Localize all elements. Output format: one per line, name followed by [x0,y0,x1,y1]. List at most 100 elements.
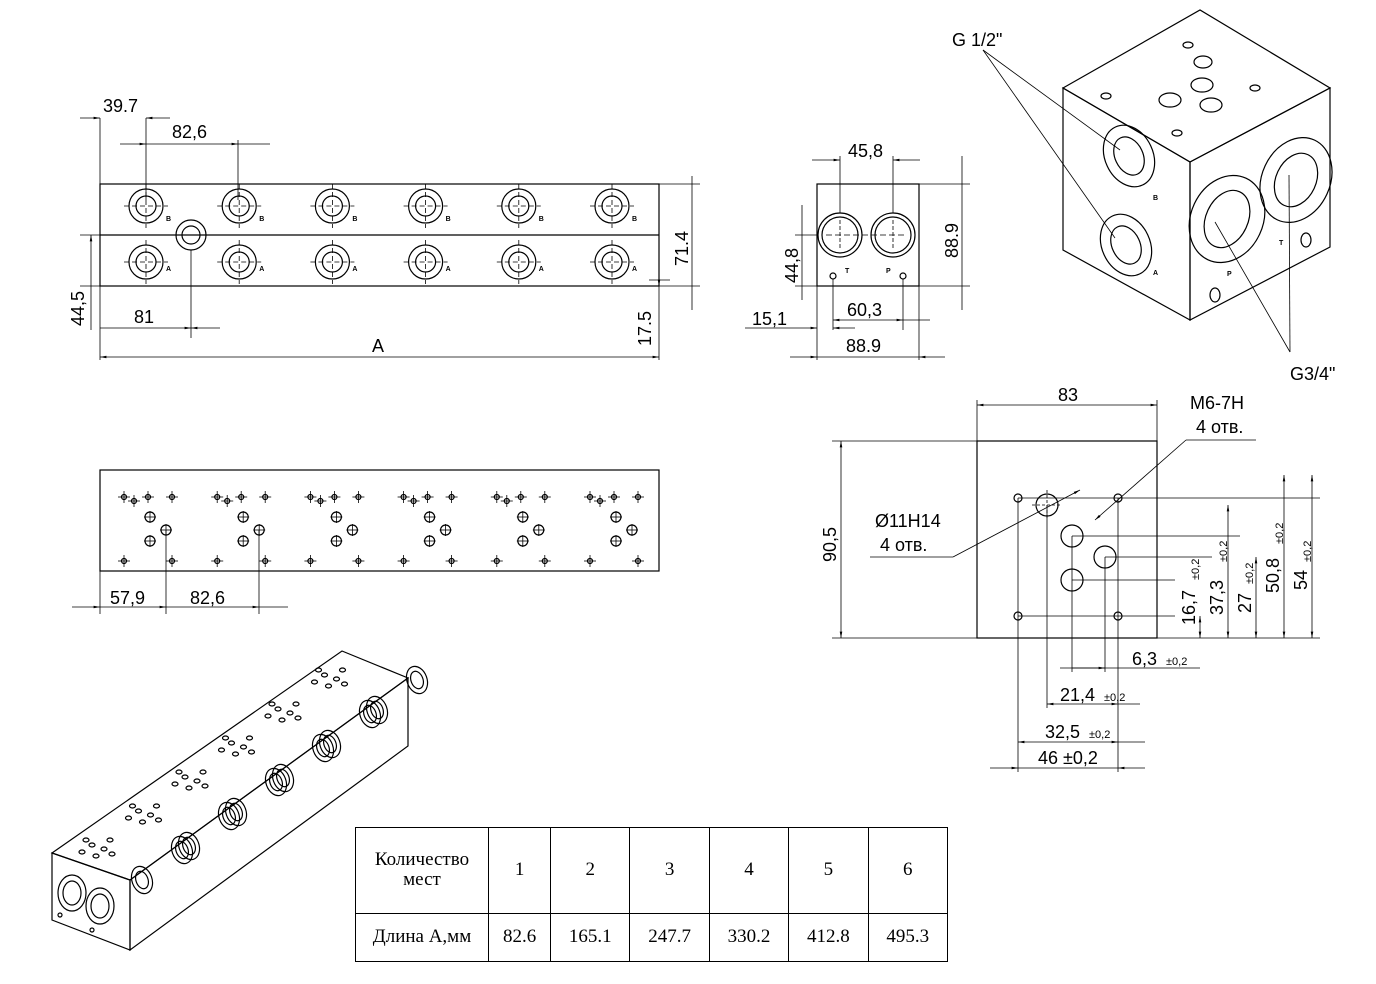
top-hole [274,706,282,712]
face-tol-27: ±0,2 [1244,563,1256,584]
note-bore-11h14: Ø11H14 [875,511,941,531]
port-b-outer [170,835,194,865]
top-hole [221,735,230,741]
port-a-inner [322,734,338,754]
cube-left-face [1062,86,1191,322]
note-bore-count: 4 отв. [880,535,927,555]
side-dim-88-9-h: 88.9 [846,336,881,356]
top-hole [152,803,161,809]
manifold-top-holes [78,667,349,859]
port-a-inner [181,836,197,856]
cube-label-p: P [1227,271,1232,278]
top-hole [286,710,294,716]
top-hole [78,849,86,855]
top-hole [292,701,300,707]
port-b-label: B [446,216,451,223]
port-b-inner [315,738,331,758]
dim-71-4: 71.4 [672,231,692,266]
side-dim-44-8: 44,8 [782,248,802,283]
cube-label-b: B [1153,195,1158,202]
top-hole [239,744,248,750]
top-hole [181,774,189,780]
side-view: T P 45,8 88.9 44,8 15,1 60,3 88.9 [745,141,970,360]
top-hole [193,778,201,784]
port-a-inner [275,768,291,788]
port-a-inner [228,802,244,822]
cube-top-face [1061,9,1332,163]
top-hole [217,747,226,753]
dim-39-7: 39.7 [103,96,138,116]
face-tol-21-4: ±0,2 [1104,692,1125,704]
top-hole [294,715,302,721]
dim-44-5: 44,5 [68,291,88,326]
cube-label-t: T [1279,240,1284,247]
table-cell: 4 [708,827,790,914]
face-dim-90-5: 90,5 [820,527,840,562]
face-dim-6-3: 6,3 [1132,649,1157,669]
dim-a: A [372,336,384,356]
note-m6-7h: M6-7H [1190,393,1244,413]
top-hole [138,819,147,825]
table-cell: 3 [629,827,710,914]
top-hole [124,815,133,821]
top-hole [278,717,286,723]
face-tol-6-3: ±0,2 [1166,656,1187,668]
port-a-outer [271,763,295,793]
length-table: Количество мест 1 2 3 4 5 6 Длина А,мм 8… [355,827,949,963]
top-hole [82,837,90,843]
top-hole [175,769,183,775]
port-a-inner [134,870,150,890]
top-hole [128,803,137,809]
port-b-outer [358,699,382,729]
cube-right-face [1189,87,1331,321]
bottom-view: 57,9 82,6 [72,469,660,614]
table-row: Длина А,мм 82.6 165.1 247.7 330.2 412.8 … [355,912,949,963]
port-b-outer [311,733,335,763]
bottom-dim-82-6: 82,6 [190,588,225,608]
port-b-label: B [166,216,171,223]
top-hole [88,842,96,848]
port-a-label: A [259,266,264,273]
table-cell: 1 [487,827,552,914]
port-b-label: B [352,216,357,223]
port-a-label: A [446,266,451,273]
face-detail: 83 90,5 M6-7H 4 отв. Ø11H14 4 отв. [820,385,1320,772]
face-detail-outline [976,440,1158,639]
top-hole [231,751,240,757]
face-tol-37-3: ±0,2 [1218,541,1230,562]
top-hole [92,853,100,859]
face-dim-32-5: 32,5 [1045,722,1080,742]
face-dim-83: 83 [1058,385,1078,405]
top-hole [264,713,272,719]
table-cell: 495.3 [867,912,949,963]
top-hole [332,676,341,682]
top-hole [310,679,319,685]
note-m6-count: 4 отв. [1196,417,1243,437]
table-cell: 330.2 [708,912,790,963]
side-dim-45-8: 45,8 [848,141,883,161]
side-port-p-label: P [886,268,891,275]
port-b-outer [217,801,241,831]
top-hole [146,812,155,818]
port-a-outer [224,797,248,827]
top-hole [340,681,349,687]
port-a-outer [177,831,201,861]
top-hole [314,667,323,673]
top-hole [134,808,143,814]
face-tol-16-7: ±0,2 [1190,559,1202,580]
top-hole [100,846,108,852]
face-dim-16-7: 16,7 [1179,590,1199,625]
table-header-places: Количество мест [355,827,489,914]
table-header-length: Длина А,мм [355,912,489,963]
top-hole [338,667,347,673]
table-cell: 247.7 [629,912,710,963]
face-tol-50-8: ±0,2 [1274,523,1286,544]
iso-cube: B A T P G 1/2" G3/4" [952,9,1335,384]
top-hole [247,749,256,755]
port-a-label: A [632,266,637,273]
top-hole [171,781,179,787]
iso-manifold [50,650,429,952]
top-hole [324,683,333,689]
table-row: Количество мест 1 2 3 4 5 6 [355,827,949,914]
